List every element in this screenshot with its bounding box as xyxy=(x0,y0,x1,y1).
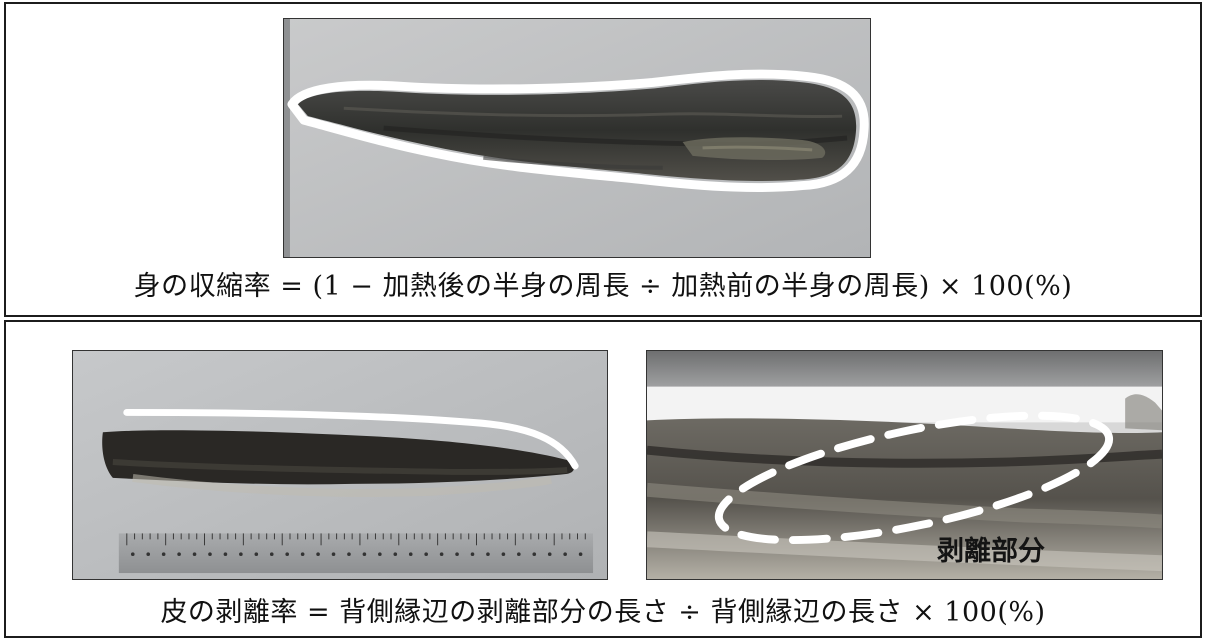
eel-fillet-with-ruler-photo xyxy=(72,350,608,580)
peel-rate-panel: 剥離部分 皮の剥離率 = 背側縁辺の剥離部分の長さ ÷ 背側縁辺の長さ × 10… xyxy=(4,320,1202,638)
eel-fillet-outline-photo xyxy=(283,18,871,258)
peel-rate-formula: 皮の剥離率 = 背側縁辺の剥離部分の長さ ÷ 背側縁辺の長さ × 100(%) xyxy=(6,590,1200,629)
skin-peel-closeup-photo: 剥離部分 xyxy=(646,350,1163,580)
shrinkage-panel: 身の収縮率 = (1 − 加熱後の半身の周長 ÷ 加熱前の半身の周長) × 10… xyxy=(4,2,1202,317)
shrinkage-rate-formula: 身の収縮率 = (1 − 加熱後の半身の周長 ÷ 加熱前の半身の周長) × 10… xyxy=(6,264,1200,303)
peeled-area-label: 剥離部分 xyxy=(937,529,1045,568)
